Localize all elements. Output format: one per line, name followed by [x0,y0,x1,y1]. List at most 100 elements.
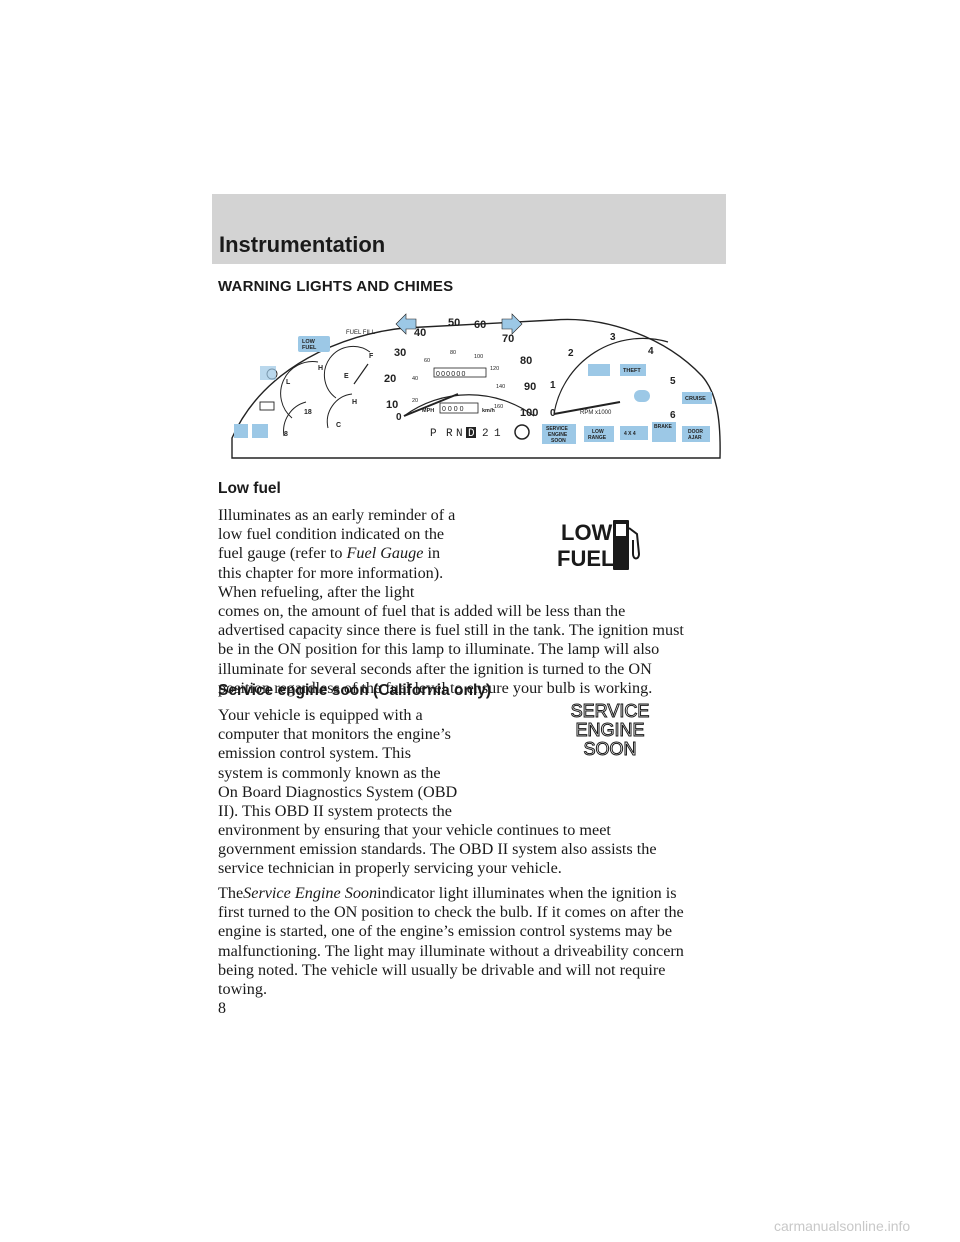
cruise-lamp: CRUISE [682,392,712,404]
bottom-lamp-row: SERVICE ENGINE SOON LOW RANGE 4 X 4 BRAK… [542,422,710,444]
brake-lamp [652,422,676,442]
trip-meter: 0000 [442,406,466,413]
trip-reset-knob [514,424,530,440]
kmh-120: 120 [490,366,499,372]
headlamp-lamp [588,364,610,376]
speed-30: 30 [394,347,406,359]
volt-high-label: 18 [304,409,312,416]
seatbelt-lamp [234,424,248,438]
tach-3: 3 [610,332,616,343]
fuel-full-label: F [369,353,374,360]
svg-text:THEFT: THEFT [623,368,641,374]
kmh-100: 100 [474,354,483,360]
tach-2: 2 [568,348,574,359]
svg-text:SERVICE: SERVICE [546,426,569,432]
speed-60: 60 [474,319,486,331]
instrument-cluster-illustration: F E H L 18 8 H C LOW FUEL FUEL FILL 0 10… [231,313,721,459]
service-engine-soon-icon: SERVICE ENGINE SOON [570,701,650,759]
speed-20: 20 [384,373,396,385]
page-title: Instrumentation [219,232,386,257]
kmh-20: 20 [412,398,418,404]
svg-text:R: R [446,428,453,440]
svg-text:FUEL: FUEL [557,546,614,571]
door-ajar-lamp [682,426,710,442]
low-fuel-paragraph: Illuminates as an early reminder of a lo… [218,506,456,601]
tach-4: 4 [648,346,654,357]
low-range-lamp [584,426,614,442]
fuel-empty-label: E [344,373,349,380]
low-fuel-heading: Low fuel [218,480,281,497]
temperature-gauge: H C [326,393,357,429]
section-heading: WARNING LIGHTS AND CHIMES [218,278,454,295]
ses-paragraph-2: TheService Engine Soonindicator light il… [218,884,684,999]
svg-text:D: D [468,428,475,440]
speed-50: 50 [448,317,460,329]
airbag-lamp [252,424,268,438]
speed-80: 80 [520,355,532,367]
abs-lamp [634,390,650,402]
svg-text:P: P [430,428,437,440]
right-turn-arrow-icon [501,313,523,335]
speed-0: 0 [396,412,402,423]
svg-text:N: N [456,428,463,440]
svg-text:RANGE: RANGE [588,435,607,441]
svg-text:BRAKE: BRAKE [654,424,672,430]
svg-text:LOW: LOW [592,429,604,435]
watermark: carmanualsonline.info [774,1218,911,1234]
odometer: 000000 [436,371,467,378]
svg-text:AJAR: AJAR [688,435,702,441]
kmh-160: 160 [494,404,503,410]
svg-text:LOW: LOW [302,339,316,345]
temp-hot-label: H [352,399,357,406]
kmh-40: 40 [412,376,418,382]
fuel-gauge: F E [323,345,374,399]
svg-text:CRUISE: CRUISE [685,396,706,402]
speed-10: 10 [386,399,398,411]
speed-90: 90 [524,381,536,393]
ses-paragraph: Your vehicle is equipped with a computer… [218,706,458,821]
speedometer: 0 10 20 30 40 50 60 70 80 90 100 20 40 6… [384,317,538,423]
kmh-140: 140 [496,384,505,390]
speedo-needle [403,393,459,417]
oil-low-label: L [286,379,291,386]
theft-lamp: THEFT [620,364,646,376]
cluster-outline [231,318,721,459]
prndl: P R N D 2 1 [430,427,501,440]
svg-text:4 X 4: 4 X 4 [624,431,636,437]
kmh-60: 60 [424,358,430,364]
left-turn-arrow-icon [395,313,417,335]
ses-lamp [542,424,576,444]
oil-lamp [260,366,276,380]
low-fuel-icon: LOW FUEL [557,520,641,571]
rpm-label: RPM x1000 [580,410,612,416]
low-fuel-lamp: LOW FUEL [298,336,330,352]
speed-100: 100 [520,407,538,419]
tach-0: 0 [550,408,556,419]
svg-text:ENGINE: ENGINE [548,432,568,438]
svg-text:FUEL: FUEL [302,345,317,351]
svg-text:2: 2 [482,428,489,440]
tach-5: 5 [670,376,676,387]
svg-text:SERVICE: SERVICE [571,701,650,721]
fuel-fill-label: FUEL FILL [346,330,375,336]
tach-1: 1 [550,380,556,391]
svg-text:DOOR: DOOR [688,429,703,435]
speed-40: 40 [414,327,426,339]
mph-label: MPH [422,408,434,414]
header-band [212,194,726,264]
ses-paragraph-cont: environment by ensuring that your vehicl… [218,821,657,878]
voltage-gauge: 18 8 [259,401,312,438]
kmh-label: km/h [482,408,495,414]
svg-text:SOON: SOON [551,438,566,444]
speed-70: 70 [502,333,514,345]
tachometer: 0 1 2 3 4 5 6 RPM x1000 [550,332,676,421]
kmh-80: 80 [450,350,456,356]
svg-text:1: 1 [494,428,501,440]
volt-low-label: 8 [284,431,288,438]
svg-text:SOON: SOON [583,739,636,758]
svg-text:ENGINE: ENGINE [575,720,644,740]
tach-6: 6 [670,410,676,421]
svg-text:LOW: LOW [561,520,613,545]
low-fuel-paragraph-cont: comes on, the amount of fuel that is add… [218,602,684,697]
page-number: 8 [218,1000,226,1017]
